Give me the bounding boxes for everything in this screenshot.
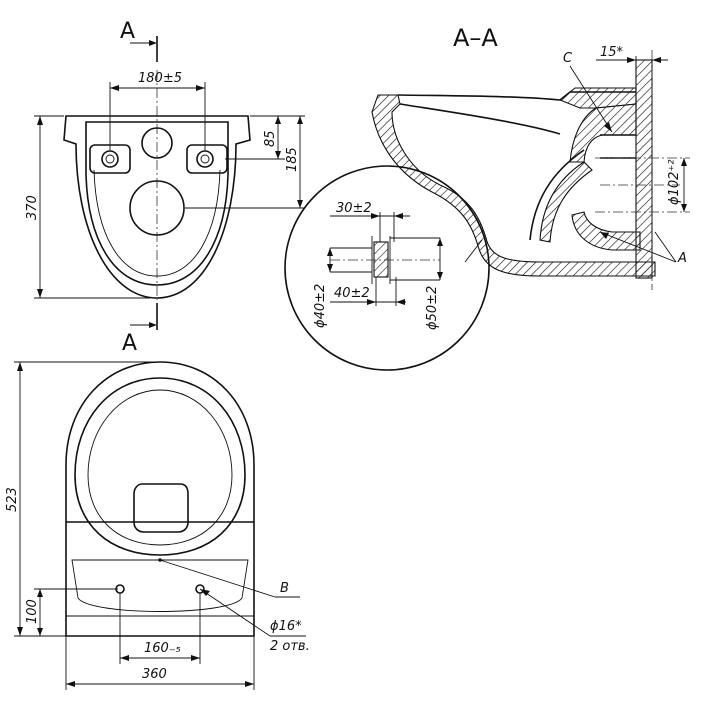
front-view: A A 180±5 [25, 19, 305, 356]
dim-d50: ϕ50±2 [425, 286, 440, 330]
hole-count: 2 отв. [270, 639, 310, 654]
dim-360: 360 [142, 667, 167, 682]
detail-view: 30±2 40±2 ϕ40±2 ϕ50±2 [284, 165, 490, 371]
bowl-plan-inner [74, 377, 246, 556]
water-inlet-hole [141, 127, 173, 159]
section-title: A–A [453, 24, 498, 52]
dim-85: 85 [263, 130, 278, 147]
dim-160: 160₋₅ [144, 641, 181, 656]
dim-370: 370 [25, 195, 40, 220]
dim-185: 185 [285, 147, 300, 172]
label-b: B [280, 581, 289, 596]
outlet-hole [129, 180, 185, 236]
bowl-front-inner [85, 121, 229, 286]
dim-hole: ϕ16* [270, 619, 302, 634]
section-view: A–A C 15* ϕ102⁺² [371, 24, 690, 290]
detail-pipe-section [373, 241, 389, 278]
dim-30: 30±2 [336, 201, 372, 216]
dim-102: ϕ102⁺² [667, 160, 682, 205]
label-a: A [677, 251, 687, 266]
siphon-section [539, 161, 593, 243]
section-mark-top: A [120, 19, 135, 44]
dim-15: 15* [600, 45, 624, 60]
dim-100: 100 [25, 599, 40, 624]
bowl-front-outline [63, 115, 251, 299]
dim-40-length: 40±2 [334, 286, 370, 301]
mount-slot-right [186, 144, 228, 174]
wall-plate [635, 59, 653, 279]
plan-view: B ϕ16* 2 отв. 523 100 160₋₅ [5, 361, 310, 690]
dim-180: 180±5 [138, 71, 182, 86]
dim-523: 523 [5, 487, 20, 512]
back-wall-lower [571, 211, 641, 251]
dim-d40: ϕ40±2 [313, 284, 328, 328]
detail-circle [284, 165, 490, 371]
section-mark-bottom: A [122, 331, 137, 356]
bowl-plan-outline [65, 361, 255, 637]
drain-opening [133, 483, 189, 533]
label-c: C [563, 51, 573, 66]
